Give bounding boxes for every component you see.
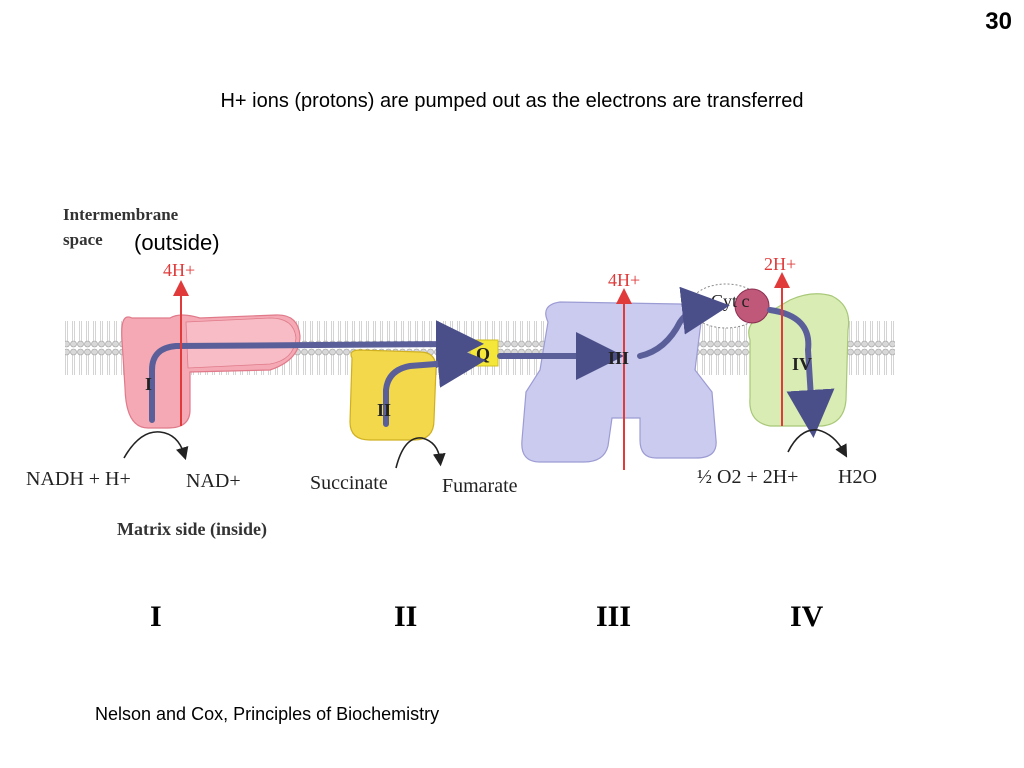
complex-iv-label: IV [792, 354, 812, 374]
bottom-label-ii: II [394, 600, 418, 633]
slide-caption: H+ ions (protons) are pumped out as the … [220, 90, 804, 112]
complex-i-label: I [145, 374, 152, 394]
reaction-curved-arrows [123, 429, 848, 469]
bottom-label-i: I [150, 600, 162, 633]
slide-number: 30 [985, 8, 1012, 35]
complex-iii-label: III [608, 348, 629, 368]
space-label: space [63, 230, 103, 249]
proton-label-complex-iv: 2H+ [764, 254, 796, 274]
water-label: H2O [838, 466, 877, 488]
outside-note: (outside) [134, 230, 220, 255]
electron-flow-arrows [149, 286, 835, 438]
proton-pump-arrows [173, 272, 790, 470]
oxygen-label: ½ O2 + 2H+ [697, 466, 798, 488]
complex-ii [349, 349, 437, 441]
nad-label: NAD+ [186, 470, 241, 492]
succinate-label: Succinate [310, 472, 388, 494]
nadh-label: NADH + H+ [26, 468, 131, 490]
cytc-protein [734, 288, 770, 324]
bottom-label-iv: IV [790, 600, 824, 633]
complex-iii [521, 301, 717, 463]
matrix-side-label: Matrix side (inside) [117, 519, 267, 540]
proton-label-complex-iii: 4H+ [608, 270, 640, 290]
fumarate-label: Fumarate [442, 475, 518, 497]
bottom-label-iii: III [596, 600, 632, 633]
complex-ii-label: II [377, 400, 391, 420]
source-credit: Nelson and Cox, Principles of Biochemist… [95, 704, 440, 724]
q-label: Q [476, 344, 490, 364]
cytc-label: Cyt c [711, 291, 750, 311]
intermembrane-label: Intermembrane [63, 205, 179, 224]
proton-label-complex-i: 4H+ [163, 260, 195, 280]
